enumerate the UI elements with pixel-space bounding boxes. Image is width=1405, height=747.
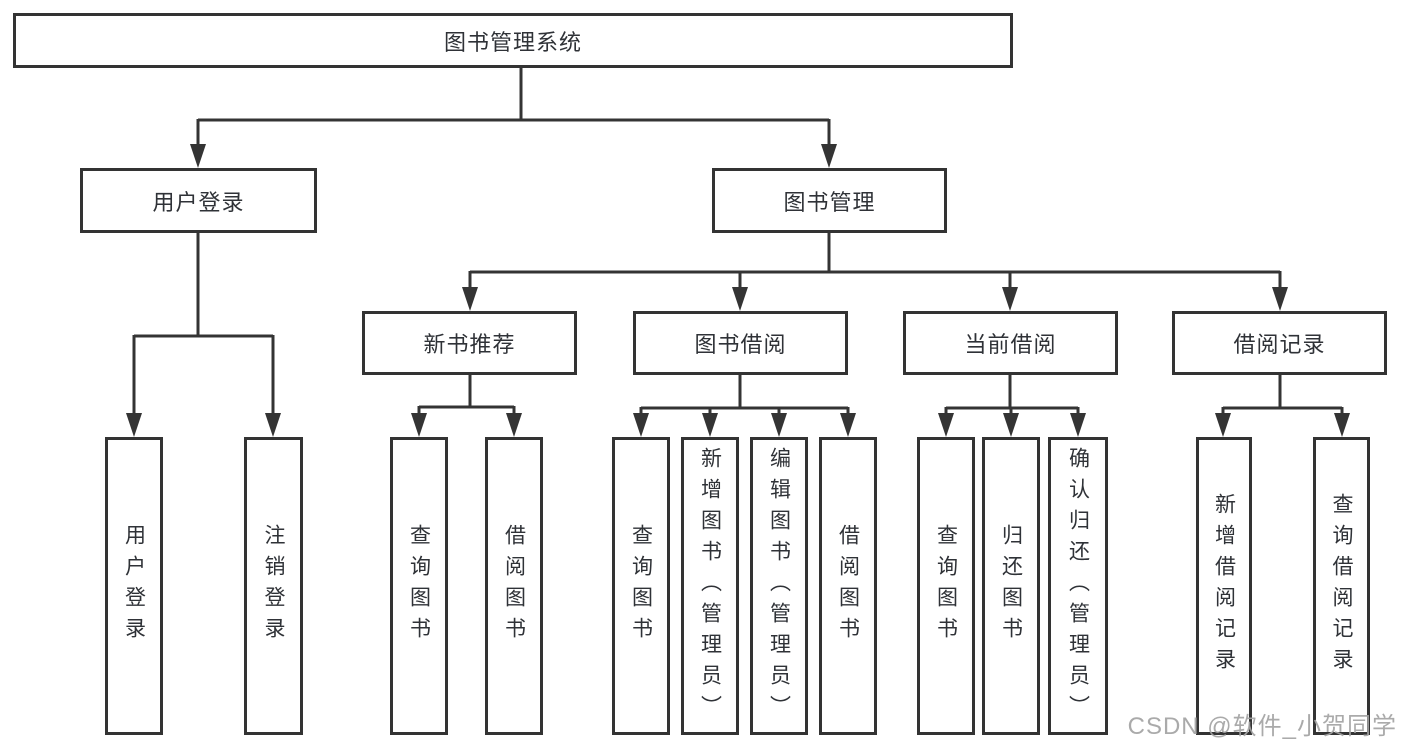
node-borrowing-records: 借阅记录	[1172, 311, 1387, 375]
leaf-query-books-borrowing: 查询图书	[612, 437, 670, 735]
node-book-borrowing: 图书借阅	[633, 311, 848, 375]
arrowhead-icons	[126, 144, 1350, 437]
node-new-book-recommendation: 新书推荐	[362, 311, 577, 375]
leaf-borrow-books-recommend: 借阅图书	[485, 437, 543, 735]
leaf-add-borrow-record: 新增借阅记录	[1196, 437, 1252, 735]
leaf-user-login: 用户登录	[105, 437, 163, 735]
leaf-query-books-recommend: 查询图书	[390, 437, 448, 735]
leaf-borrow-books-borrowing: 借阅图书	[819, 437, 877, 735]
node-library-system: 图书管理系统	[13, 13, 1013, 68]
leaf-return-books: 归还图书	[982, 437, 1040, 735]
node-current-borrowing: 当前借阅	[903, 311, 1118, 375]
node-book-management: 图书管理	[712, 168, 947, 233]
csdn-watermark: CSDN @软件_小贺同学	[1127, 713, 1397, 740]
leaf-add-books-admin: 新增图书（管理员）	[681, 437, 739, 735]
leaf-logout: 注销登录	[244, 437, 303, 735]
leaf-confirm-return-admin: 确认归还（管理员）	[1048, 437, 1108, 735]
leaf-edit-books-admin: 编辑图书（管理员）	[750, 437, 808, 735]
node-user-login: 用户登录	[80, 168, 317, 233]
leaf-query-borrow-record: 查询借阅记录	[1313, 437, 1370, 735]
leaf-query-books-current: 查询图书	[917, 437, 975, 735]
